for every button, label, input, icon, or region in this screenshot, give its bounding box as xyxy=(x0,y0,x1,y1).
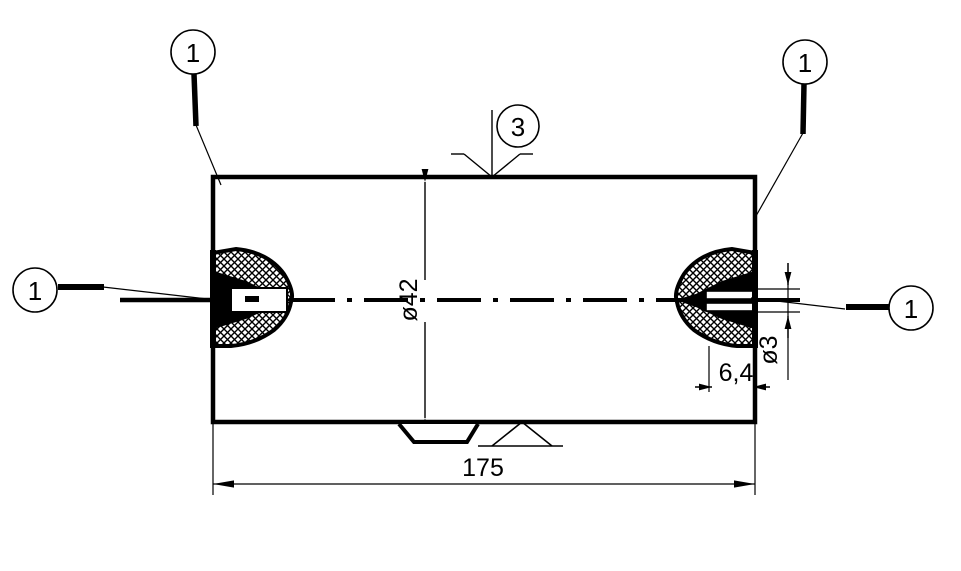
datum-triangle-sides xyxy=(491,420,553,447)
balloon-weld-circle[interactable] xyxy=(496,104,540,148)
balloon-top-left-stub xyxy=(191,73,199,127)
dim-64-text: 6,4 xyxy=(719,359,754,387)
balloon-left-leader xyxy=(102,286,217,301)
right-boss-bore-slot-lower xyxy=(705,302,757,312)
balloon-right-label: 1 xyxy=(904,294,918,324)
dim-175-arrow-right xyxy=(734,480,755,488)
weld-arrow-symbol xyxy=(463,153,521,178)
balloon-right-circle[interactable] xyxy=(888,285,934,331)
left-boss-bore-mark xyxy=(245,296,259,302)
weld-callout-group[interactable]: 3 xyxy=(451,104,540,178)
balloon-left-label: 1 xyxy=(28,276,42,306)
dim-3-text: ø3 xyxy=(755,335,783,364)
right-section-feature xyxy=(673,246,758,348)
notch-outline xyxy=(397,422,480,444)
dim-42-text: ø42 xyxy=(395,278,423,321)
balloon-top-left-label: 1 xyxy=(186,38,200,68)
balloon-left-circle[interactable] xyxy=(12,267,58,313)
balloon-top-right[interactable]: 1 xyxy=(755,39,828,217)
balloon-top-right-stub xyxy=(800,83,807,135)
right-boss-bore-slot-upper xyxy=(705,290,757,300)
balloon-right-leader xyxy=(750,297,846,310)
balloon-top-left[interactable]: 1 xyxy=(170,29,222,186)
balloon-top-left-leader xyxy=(195,124,222,186)
balloon-weld-label: 3 xyxy=(511,112,525,142)
balloon-top-left-circle[interactable] xyxy=(170,29,216,75)
dimension-body-diameter: ø42 xyxy=(395,169,429,431)
dimension-shoulder-length: 6,4 xyxy=(695,346,770,392)
balloon-top-right-leader xyxy=(755,132,804,217)
balloon-right[interactable]: 1 xyxy=(750,285,934,331)
balloon-top-right-label: 1 xyxy=(798,48,812,78)
right-boss-core xyxy=(675,270,756,330)
dimension-pin-diameter: ø3 xyxy=(755,263,800,380)
left-section-feature xyxy=(210,246,295,348)
dim-175-text: 175 xyxy=(462,454,504,482)
balloon-top-right-circle[interactable] xyxy=(782,39,828,85)
left-boss-bore-slot xyxy=(230,287,288,313)
dimension-overall-length: 175 xyxy=(212,424,756,495)
trapezoid-notch xyxy=(397,422,480,444)
balloon-left[interactable]: 1 xyxy=(12,267,217,313)
datum-triangle-symbol xyxy=(478,420,563,447)
dim-175-arrow-left xyxy=(213,480,234,488)
